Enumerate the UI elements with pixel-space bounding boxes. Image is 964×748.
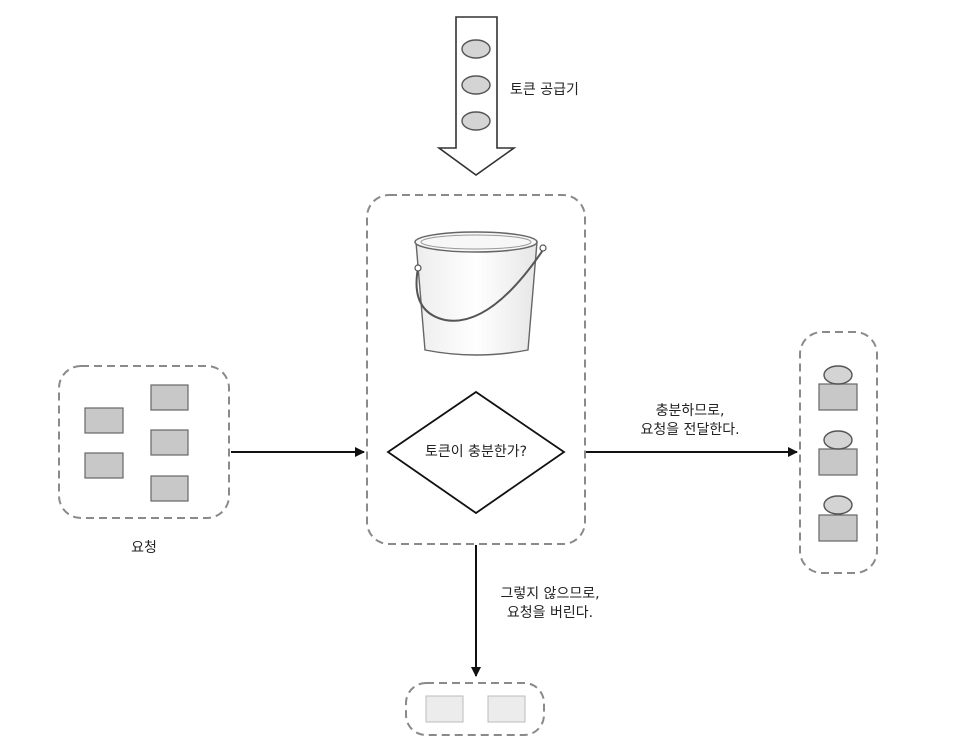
request-boxes <box>84 384 189 502</box>
request-box <box>84 407 124 434</box>
request-box <box>150 384 189 411</box>
forward-label-line2: 요청을 전달한다. <box>640 422 740 438</box>
token-icon <box>461 111 491 131</box>
drop-label: 그렇지 않으므로, 요청을 버린다. <box>480 585 620 623</box>
token-icon <box>823 430 853 450</box>
token-icon <box>461 39 491 59</box>
token-supplier-label: 토큰 공급기 <box>510 82 579 98</box>
request-box <box>818 514 858 542</box>
dropped-container <box>405 682 545 736</box>
forward-label-line1: 충분하므로, <box>655 403 725 419</box>
decision-diamond <box>386 390 566 515</box>
requests-label: 요청 <box>131 540 157 556</box>
token-supplier-arrow <box>436 16 517 176</box>
decision-label: 토큰이 충분한가? <box>424 444 528 460</box>
supplier-tokens <box>461 39 491 131</box>
bucket-icon <box>414 231 547 356</box>
token-icon <box>823 495 853 515</box>
forwarded-container <box>799 331 878 574</box>
request-box <box>150 475 189 502</box>
token-icon <box>461 75 491 95</box>
request-box <box>150 429 189 456</box>
requests-container <box>58 365 230 519</box>
request-box <box>84 452 124 479</box>
request-box <box>818 383 858 411</box>
drop-label-line1: 그렇지 않으므로, <box>500 586 600 602</box>
request-box <box>818 448 858 476</box>
dropped-requests <box>425 695 526 723</box>
drop-label-line2: 요청을 버린다. <box>506 605 594 621</box>
forwarded-requests <box>818 365 858 542</box>
dropped-box <box>487 695 526 723</box>
dropped-box <box>425 695 464 723</box>
token-icon <box>823 365 853 385</box>
forward-label: 충분하므로, 요청을 전달한다. <box>610 402 770 440</box>
